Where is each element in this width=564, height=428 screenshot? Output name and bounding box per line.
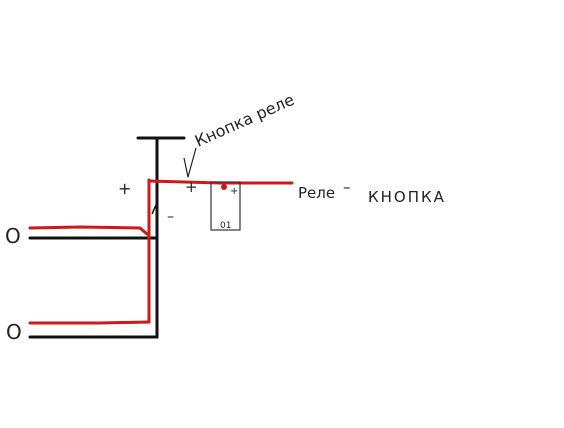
right-label-part2: КНОПКА	[368, 188, 446, 206]
red-wire-upper	[28, 225, 149, 236]
bus-mark	[151, 204, 157, 215]
minus-sign: –	[167, 209, 174, 225]
terminal-top: O	[5, 224, 21, 248]
relay-contact-dot	[221, 184, 227, 190]
relay-bottom-mark: 01	[220, 221, 231, 231]
red-wire-lower	[28, 320, 151, 325]
relay-box	[210, 181, 241, 231]
annotation-pointer	[183, 147, 197, 178]
plus-left: +	[118, 179, 131, 198]
right-label-dash: –	[343, 178, 351, 196]
red-wire-top	[147, 179, 294, 185]
relay-top-mark: +	[230, 186, 238, 197]
terminal-bottom: O	[6, 320, 22, 344]
plus-right: +	[185, 178, 198, 196]
right-label-part1: Реле	[298, 184, 335, 202]
